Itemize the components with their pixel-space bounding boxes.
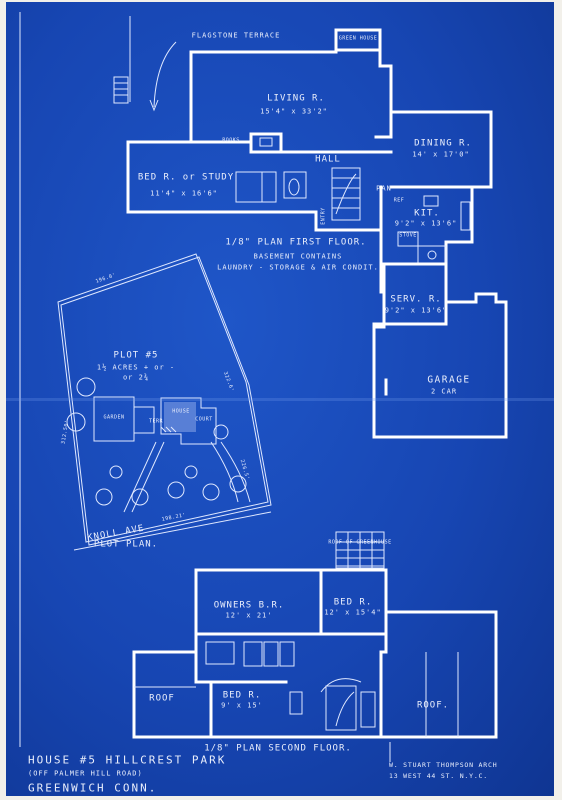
kitchen-label: KIT. [414,208,440,219]
plot-area-1: 1½ ACRES + or - [96,363,176,372]
garage-walls [372,300,508,439]
driveway [210,441,251,503]
title-line-2: (OFF PALMER HILL ROAD) [28,769,143,778]
living-room-dim: 15'4" x 33'2" [260,107,328,116]
second-floor-north-wall [194,568,388,654]
kitchen-dim: 9'2" x 13'6" [394,219,458,228]
entry-label: ENTRY [320,207,327,225]
bedroom-study-label: BED R. or STUDY [137,172,235,183]
pantry-label: PAN [376,184,392,193]
greenhouse-label: GREEN HOUSE [338,35,378,42]
garage-dim: 2 CAR [430,387,458,396]
left-roof-label: ROOF [149,693,175,704]
plot-court-label: COURT [195,416,213,423]
servant-room-walls [382,262,498,304]
first-floor-plan-title: 1/8" PLAN FIRST FLOOR. [225,237,367,248]
first-floor-stair [331,167,361,221]
terrace-steps [113,76,129,104]
second-floor-outline [194,568,388,739]
basement-note-2: LAUNDRY - STORAGE & AIR CONDIT. [217,263,379,272]
closet-outline [235,171,263,203]
bath-fixtures [283,171,307,199]
dining-room-dim: 14' x 17'0" [412,150,470,159]
stove-label: STOVE [399,232,417,239]
architect-line-2: 13 WEST 44 ST. N.Y.C. [389,771,488,780]
fireplace [249,132,283,154]
plot-garden-label: GARDEN [103,414,125,421]
owners-bedroom-dim: 12' x 21' [225,611,273,620]
right-roof-outline [379,610,498,739]
plot-terr-label: TERR [148,418,164,425]
left-roof-outline [132,650,213,739]
first-floor-plan [126,28,508,439]
ref-label: REF [393,197,405,204]
title-line-3: GREENWICH CONN. [28,781,158,795]
dining-room-label: DINING R. [414,138,472,149]
plot-area-2: or 2¾ [122,373,150,382]
basement-note-1: BASEMENT CONTAINS [253,252,343,261]
bedroom-study-dim: 11'4" x 16'6" [150,189,218,198]
greenhouse-roof-label: ROOF OF GREENHOUSE [328,539,392,546]
bedroom-a-label: BED R. [333,597,373,608]
books-label: BOOKS [222,137,240,144]
living-room-walls [189,48,393,139]
bedroom-b-dim: 9' x 15' [221,701,263,710]
blueprint-sheet: FLAGSTONE TERRACE GREEN HOUSE LIVING R. … [6,2,554,796]
greenhouse-roof-hatch [335,531,385,569]
living-room-label: LIVING R. [267,93,325,104]
owners-bedroom-label: OWNERS B.R. [213,600,285,611]
second-floor-plan-title: 1/8" PLAN SECOND FLOOR. [204,743,352,754]
title-line-1: HOUSE #5 HILLCREST PARK [28,753,227,767]
right-roof-label: ROOF. [416,700,450,711]
plot-plan-title: PLOT PLAN. [93,539,159,550]
bedroom-b-label: BED R. [222,690,262,701]
tree-symbols [66,377,247,506]
plot-boundary [57,253,269,543]
plan-drawing [19,12,508,762]
terrace-label: FLAGSTONE TERRACE [191,31,281,40]
plot-name: PLOT #5 [113,350,159,361]
servant-room-label: SERV. R. [390,294,442,305]
plot-plan [57,253,272,551]
plot-house-label: HOUSE [172,408,190,415]
garage-label: GARAGE [427,374,471,386]
second-floor-stair [320,678,362,731]
terrace-arrow-icon [149,41,177,112]
west-wing-walls [126,50,303,214]
plot-house-footprint [160,397,217,445]
servant-room-dim: 9'2" x 13'6" [384,306,448,315]
dining-room-walls [389,110,493,189]
knoll-ave-road-line [73,511,272,551]
bedroom-a-dim: 12' x 15'4" [324,608,382,617]
architect-line-1: W. STUART THOMPSON ARCH [389,760,498,769]
hall-label: HALL [315,154,341,165]
second-floor-plan [132,531,498,762]
